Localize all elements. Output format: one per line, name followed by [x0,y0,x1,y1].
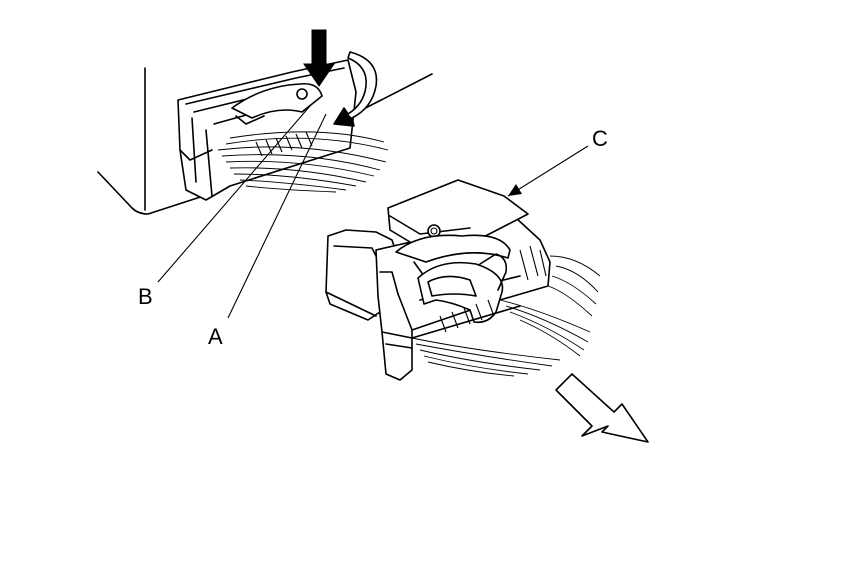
callout-b: B [138,105,311,309]
label-c: C [592,126,608,151]
label-b: B [138,284,153,309]
label-a: A [208,324,223,349]
rotate-arrow-icon [333,51,378,127]
removed-connector [325,179,601,381]
push-down-arrow-icon [303,29,335,87]
callout-a: A [208,113,327,349]
callout-c: C [507,126,608,197]
installed-connector [177,59,389,201]
pull-direction-arrow-icon [555,373,649,443]
